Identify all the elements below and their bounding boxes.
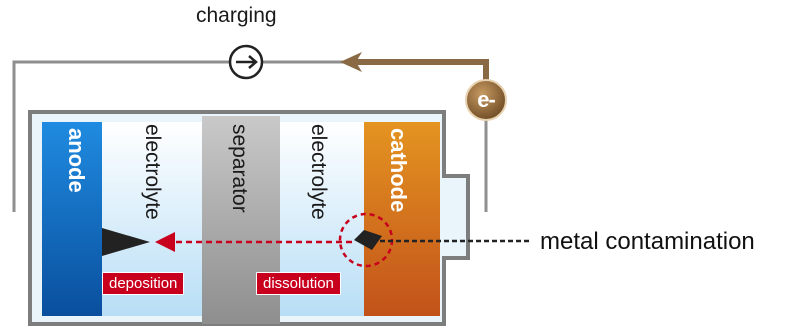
charging-arrow-icon [236,55,258,69]
cathode-label: cathode [386,128,411,213]
cathode-block [364,122,440,316]
metal-particle-icon [354,230,382,250]
anode-block [42,122,102,316]
electrolyte-left-label: electrolyte [141,124,164,220]
anode-label: anode [64,128,89,193]
electron-icon [465,79,507,121]
electron-label: e- [477,87,496,112]
electron-flow-arrowhead [340,52,362,72]
dissolution-badge: dissolution [256,272,341,295]
charging-label: charging [196,4,277,27]
deposition-badge: deposition [102,272,185,295]
electrolyte-right-label: electrolyte [307,124,330,220]
separator-label: separator [228,124,251,213]
deposited-metal-icon [102,228,150,256]
circuit-wire [12,60,230,212]
metal-contamination-label: metal contamination [540,228,755,255]
